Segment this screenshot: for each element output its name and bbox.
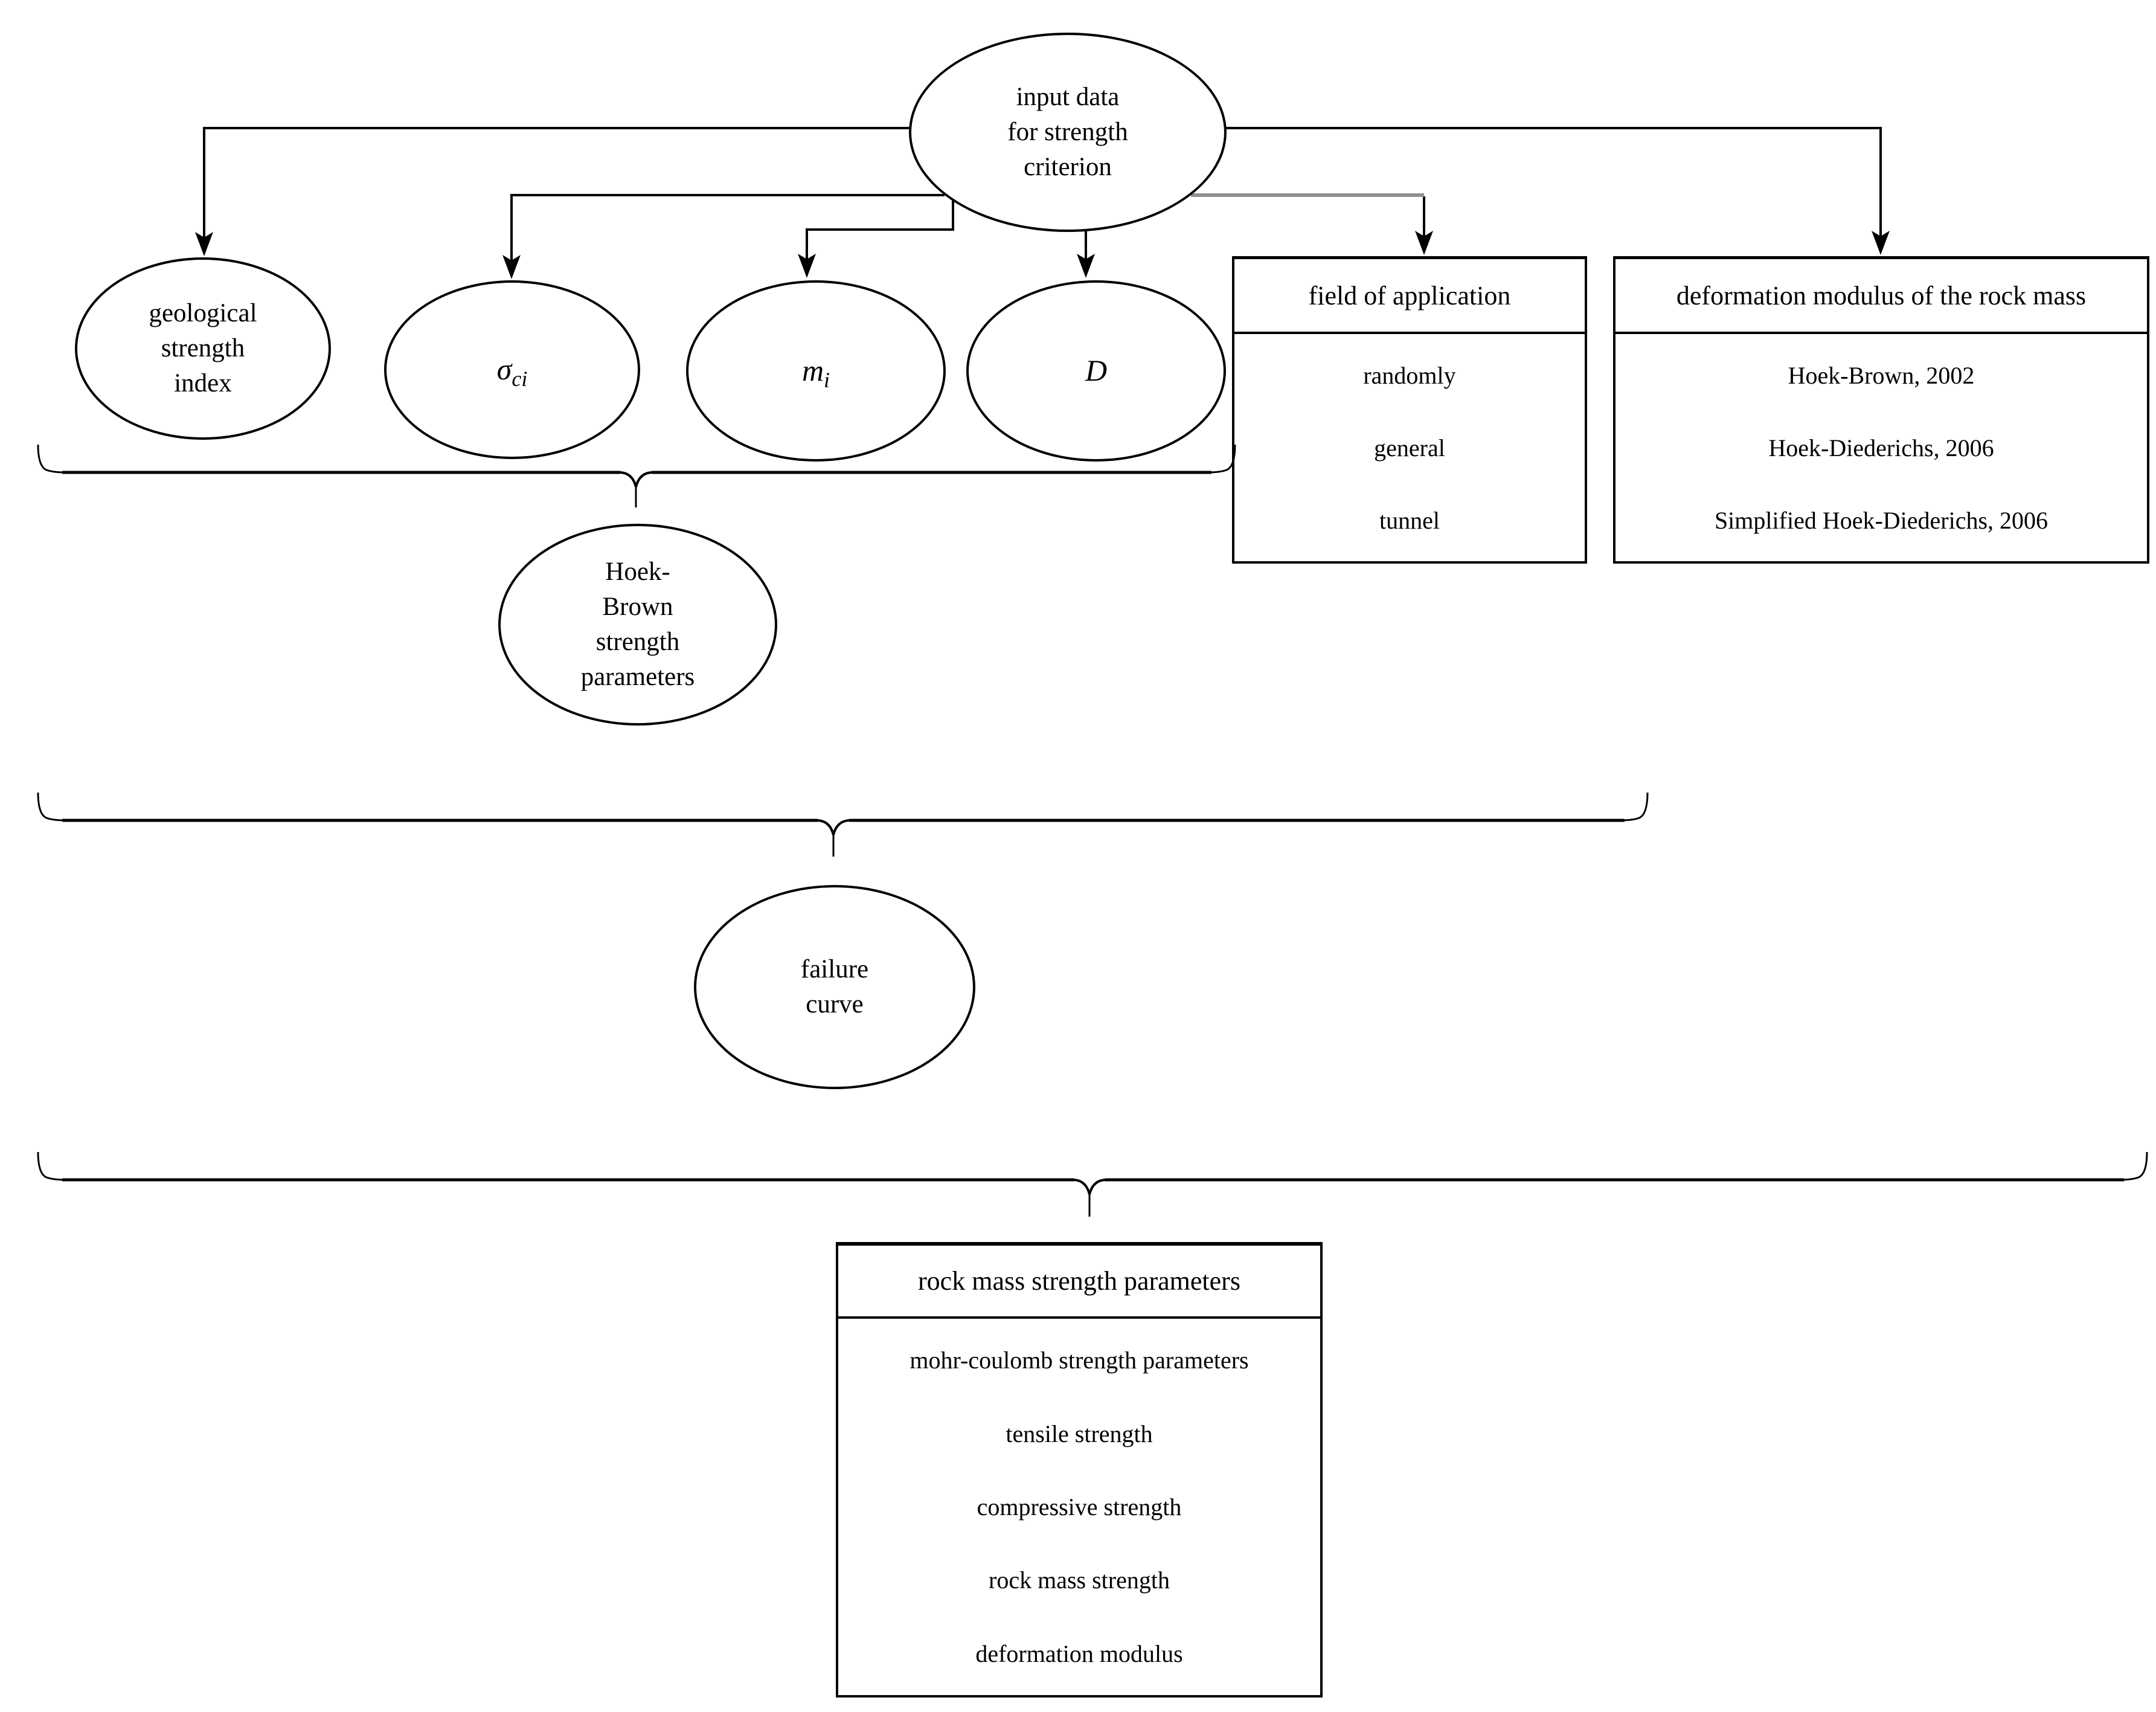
deformation-item-hoek-brown-2002: Hoek-Brown, 2002 [1788,361,1975,389]
arrowhead-m-i [798,254,816,278]
node-d: D [966,280,1226,462]
field-item-randomly: randomly [1363,361,1456,389]
rock-mass-item-tensile-strength: tensile strength [1006,1420,1153,1447]
box-deformation-modulus-header: deformation modulus of the rock mass [1615,259,2147,334]
arrowhead-field-box [1415,231,1433,255]
brace-to-failure-curve [37,792,1649,857]
arrowhead-deformation-box [1872,231,1890,255]
connector-input-to-deformation-box [1226,127,1882,237]
connector-input-to-sigma-ci [510,194,945,261]
node-gsi-line1: geological [149,298,257,327]
node-hoek-brown-line1: Hoek- [605,557,670,586]
node-sigma-ci: σci [384,280,640,459]
node-sigma-ci-label: σci [496,352,528,391]
node-gsi-line2: strength [161,333,245,362]
node-failure-curve-line2: curve [806,990,864,1019]
node-hoek-brown-line4: parameters [580,663,695,692]
box-field-of-application: field of application randomly general tu… [1232,256,1587,564]
rock-mass-item-mohr-coulomb: mohr-coulomb strength parameters [910,1347,1249,1374]
deformation-item-simplified-hoek-diederichs-2006: Simplified Hoek-Diederichs, 2006 [1714,506,2049,534]
node-hoek-brown-line2: Brown [602,592,673,621]
node-gsi-line3: index [174,369,232,398]
box-field-of-application-header: field of application [1234,259,1585,334]
box-rock-mass-body: mohr-coulomb strength parameters tensile… [838,1319,1320,1695]
node-hoek-brown-line3: strength [595,628,680,656]
arrowhead-gsi [195,232,213,256]
box-deformation-modulus-body: Hoek-Brown, 2002 Hoek-Diederichs, 2006 S… [1615,334,2147,561]
node-input-data-line3: criterion [1024,153,1112,182]
node-input-data-line1: input data [1016,82,1120,111]
field-item-tunnel: tunnel [1379,506,1440,534]
connector-input-to-gsi [203,127,910,238]
brace-inputs-to-hoek-brown [37,444,1236,507]
node-geological-strength-index: geological strength index [75,257,331,440]
node-d-label: D [1085,353,1108,388]
rock-mass-item-rock-mass-strength: rock mass strength [989,1566,1170,1594]
box-rock-mass-header: rock mass strength parameters [838,1246,1320,1319]
arrowhead-d [1077,254,1095,278]
box-field-of-application-body: randomly general tunnel [1234,334,1585,561]
box-rock-mass-strength-parameters: rock mass strength parameters mohr-coulo… [836,1242,1323,1698]
rock-mass-item-deformation-modulus: deformation modulus [975,1640,1183,1667]
node-failure-curve: failure curve [694,885,975,1089]
brace-to-rock-mass-box [37,1151,2148,1217]
box-deformation-modulus: deformation modulus of the rock mass Hoe… [1613,256,2149,564]
node-m-i-label: mi [801,353,830,393]
arrowhead-sigma-ci [502,255,521,279]
node-hoek-brown-strength-parameters: Hoek- Brown strength parameters [498,524,777,726]
rock-mass-item-compressive-strength: compressive strength [977,1493,1182,1521]
node-failure-curve-line1: failure [800,954,869,983]
node-input-data: input data for strength criterion [909,33,1227,232]
deformation-item-hoek-diederichs-2006: Hoek-Diederichs, 2006 [1768,434,1994,462]
field-item-general: general [1374,434,1445,462]
connector-input-to-m-i [806,199,954,260]
node-m-i: mi [686,280,946,462]
node-input-data-line2: for strength [1007,117,1128,146]
